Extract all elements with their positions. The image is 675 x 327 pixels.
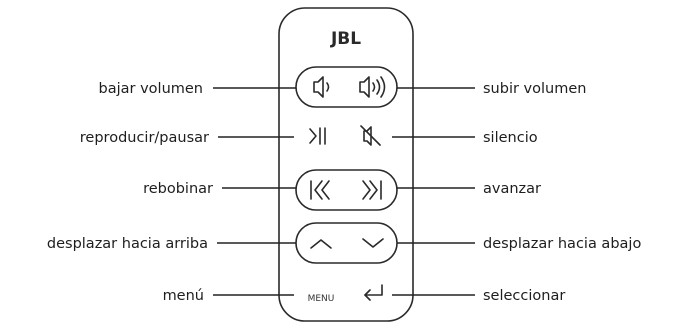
volume-rocker[interactable]	[295, 66, 398, 108]
leader-lines	[213, 87, 475, 296]
skip-rocker[interactable]	[295, 169, 398, 211]
speaker-low-icon	[313, 76, 330, 98]
label-rewind: rebobinar	[143, 181, 213, 197]
enter-return-icon	[364, 284, 383, 301]
skip-forward-icon	[362, 180, 382, 200]
label-play-pause: reproducir/pausar	[80, 130, 209, 146]
remote-body	[278, 7, 414, 322]
label-scroll-up: desplazar hacia arriba	[47, 236, 208, 252]
label-mute: silencio	[483, 130, 538, 146]
play-pause-button[interactable]	[309, 127, 326, 145]
play-pause-icon	[309, 127, 326, 145]
menu-button-label: MENU	[308, 294, 335, 304]
label-menu: menú	[163, 288, 204, 304]
select-button[interactable]	[364, 284, 383, 301]
label-volume-down: bajar volumen	[99, 81, 203, 97]
speaker-mute-icon	[360, 125, 381, 146]
speaker-high-icon	[359, 76, 386, 98]
mute-button[interactable]	[360, 125, 381, 146]
scroll-rocker[interactable]	[295, 222, 398, 264]
chevron-down-icon	[362, 238, 384, 248]
label-forward: avanzar	[483, 181, 541, 197]
menu-button[interactable]: MENU	[308, 294, 335, 304]
label-select: seleccionar	[483, 288, 565, 304]
chevron-up-icon	[310, 239, 332, 249]
label-scroll-down: desplazar hacia abajo	[483, 236, 641, 252]
brand-logo: JBL	[330, 29, 361, 49]
label-volume-up: subir volumen	[483, 81, 586, 97]
skip-back-icon	[310, 180, 330, 200]
